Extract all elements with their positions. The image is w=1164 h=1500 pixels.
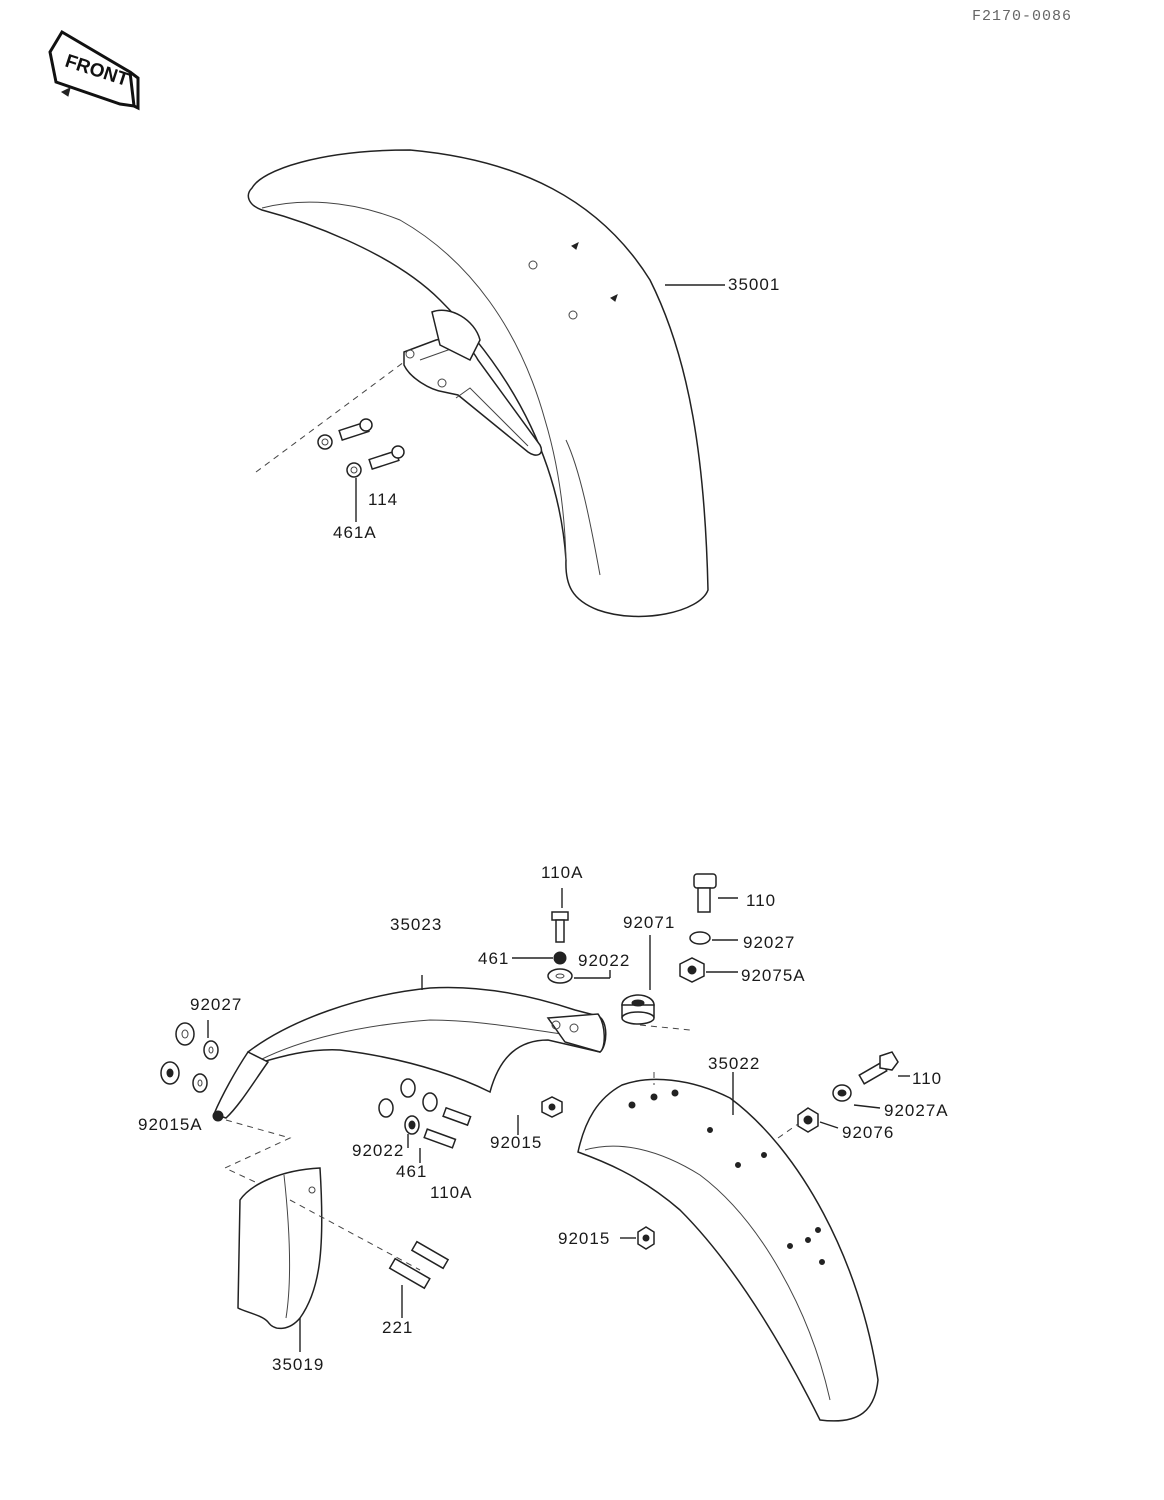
label-461-mid: 461 — [396, 1162, 427, 1181]
rear-fender-upper-35023 — [212, 975, 607, 1122]
reference-code: F2170-0086 — [972, 8, 1072, 25]
left-hardware — [160, 1020, 219, 1093]
label-35022: 35022 — [708, 1054, 760, 1073]
bolt-114 — [338, 418, 405, 471]
label-221: 221 — [382, 1318, 413, 1337]
label-110A-top: 110A — [541, 863, 583, 882]
fender-hole — [528, 260, 538, 270]
rear-fender-main-35022 — [577, 1072, 879, 1422]
right-hardware — [777, 1051, 910, 1139]
label-92027-top: 92027 — [743, 933, 795, 952]
label-92076: 92076 — [842, 1123, 894, 1142]
label-92027A: 92027A — [884, 1101, 949, 1120]
middle-hardware — [378, 1078, 563, 1163]
label-92075A: 92075A — [741, 966, 806, 985]
label-35001: 35001 — [728, 275, 780, 294]
label-110-top: 110 — [746, 891, 776, 910]
fender-hole — [568, 310, 578, 320]
label-92027-left: 92027 — [190, 995, 242, 1014]
washer-461A — [317, 434, 362, 478]
label-35019: 35019 — [272, 1355, 324, 1374]
label-461-top: 461 — [478, 949, 509, 968]
label-114: 114 — [368, 490, 398, 509]
top-hardware — [512, 873, 738, 1031]
label-92015A: 92015A — [138, 1115, 203, 1134]
mud-flap-35019 — [223, 1119, 450, 1352]
nut-92015-lower — [620, 1226, 655, 1250]
label-92015-low: 92015 — [558, 1229, 610, 1248]
front-arrow-icon — [61, 87, 71, 97]
label-35023: 35023 — [390, 915, 442, 934]
label-92015-mid: 92015 — [490, 1133, 542, 1152]
label-92071: 92071 — [623, 913, 675, 932]
label-461A: 461A — [333, 523, 377, 542]
label-92022-top: 92022 — [578, 951, 630, 970]
front-fender-35001 — [247, 149, 725, 618]
label-110A-mid: 110A — [430, 1183, 472, 1202]
label-110-right: 110 — [912, 1069, 942, 1088]
bolt-221 — [388, 1257, 431, 1290]
label-92022-mid: 92022 — [352, 1141, 404, 1160]
front-badge: FRONT — [48, 29, 140, 111]
